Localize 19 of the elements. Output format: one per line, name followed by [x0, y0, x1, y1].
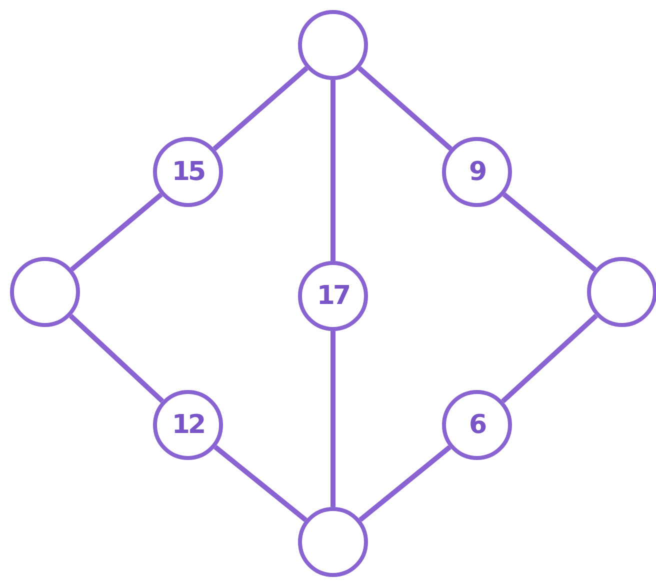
connector-line — [502, 192, 597, 272]
connector-line — [214, 445, 308, 522]
connector-line — [358, 66, 452, 151]
connector-line — [212, 66, 308, 151]
node-number: 17 — [316, 283, 350, 309]
circle-node — [442, 390, 512, 460]
node-number: 15 — [172, 159, 204, 185]
node-number: 6 — [468, 412, 486, 438]
node-number: 12 — [172, 412, 204, 438]
circle-node — [153, 390, 223, 460]
connector-line — [358, 445, 452, 522]
connector-line — [70, 192, 163, 272]
node-number: 9 — [468, 159, 486, 185]
connector-line — [68, 314, 164, 403]
connector-line — [330, 80, 336, 261]
connector-line — [330, 331, 336, 507]
circle-node — [587, 257, 656, 327]
circle-node — [298, 10, 368, 80]
connector-line — [501, 314, 598, 404]
